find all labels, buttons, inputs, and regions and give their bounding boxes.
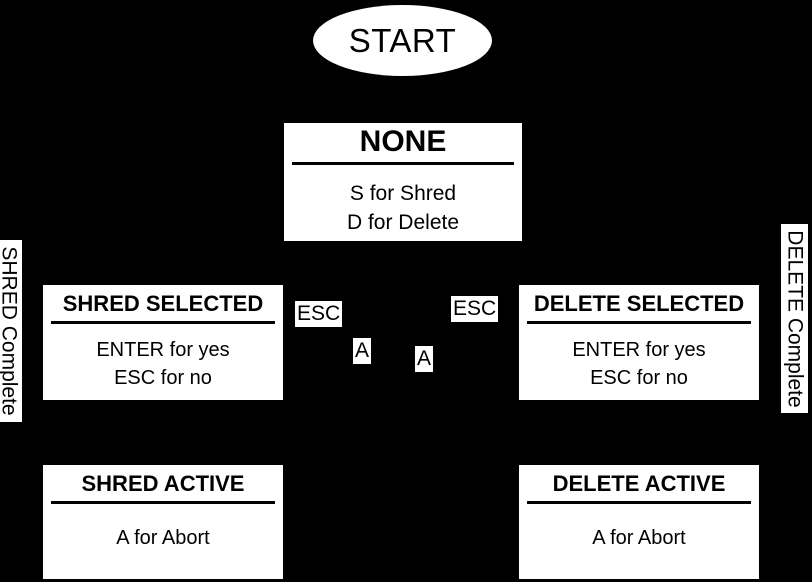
edge-label-esc-delete: ESC — [451, 296, 499, 322]
edge-label-a-delete: A — [415, 346, 434, 372]
state-body-none: S for Shred D for Delete — [346, 181, 460, 234]
state-node-none[interactable]: NONE S for Shred D for Delete — [284, 123, 522, 241]
state-node-shred-selected[interactable]: SHRED SELECTED ENTER for yes ESC for no — [43, 285, 283, 400]
edge-label-esc-shred: ESC — [295, 301, 343, 327]
edge-label-a-shred: A — [353, 338, 372, 364]
state-body-shred-selected: ENTER for yes ESC for no — [96, 339, 230, 390]
state-node-delete-active[interactable]: DELETE ACTIVE A for Abort — [519, 465, 759, 579]
edge-label-delete-complete: DELETE Complete — [781, 224, 808, 413]
state-title-delete-active: DELETE ACTIVE — [527, 465, 751, 505]
edge-label-shred-complete: SHRED Complete — [0, 240, 22, 422]
state-title-shred-selected: SHRED SELECTED — [51, 285, 275, 325]
start-node[interactable]: START — [313, 5, 492, 76]
start-node-label: START — [348, 22, 457, 59]
state-body-delete-active: A for Abort — [592, 527, 686, 550]
state-body-shred-active: A for Abort — [116, 527, 210, 550]
state-title-shred-active: SHRED ACTIVE — [51, 465, 275, 505]
state-body-delete-selected: ENTER for yes ESC for no — [572, 339, 706, 390]
state-title-delete-selected: DELETE SELECTED — [527, 285, 751, 325]
state-node-delete-selected[interactable]: DELETE SELECTED ENTER for yes ESC for no — [519, 285, 759, 400]
edge-label-delete-complete-text: DELETE Complete — [783, 229, 807, 408]
state-title-none: NONE — [292, 123, 514, 165]
edge-label-shred-complete-text: SHRED Complete — [0, 246, 22, 416]
state-node-shred-active[interactable]: SHRED ACTIVE A for Abort — [43, 465, 283, 579]
